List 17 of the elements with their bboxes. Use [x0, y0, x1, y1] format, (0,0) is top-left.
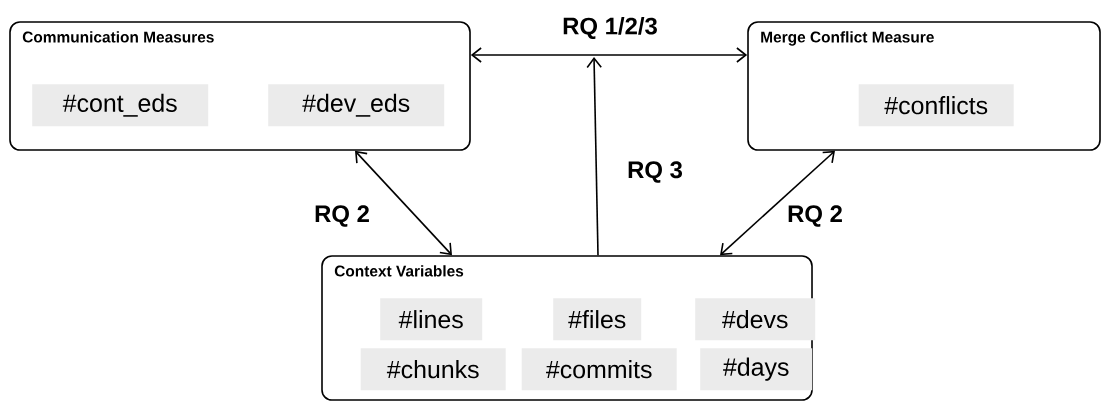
variable-box: #cont_eds [32, 84, 209, 127]
arrow [586, 57, 602, 256]
variable-box: #dev_eds [268, 84, 445, 127]
arrow [470, 47, 748, 63]
arrow [355, 150, 452, 256]
variable-box: #lines [380, 298, 483, 341]
variable-box: #devs [695, 298, 816, 341]
variable-box: #conflicts [858, 84, 1014, 127]
edge-label: RQ 2 [313, 204, 371, 228]
edge-label: RQ 2 [786, 204, 844, 228]
variable-box: #files [553, 298, 642, 341]
edge-label: RQ 3 [626, 160, 684, 184]
variable-box: #commits [521, 348, 677, 391]
variable-box: #chunks [360, 348, 506, 391]
edge-label: RQ 1/2/3 [561, 16, 659, 40]
variable-box: #days [700, 348, 813, 391]
arrow [720, 150, 835, 256]
